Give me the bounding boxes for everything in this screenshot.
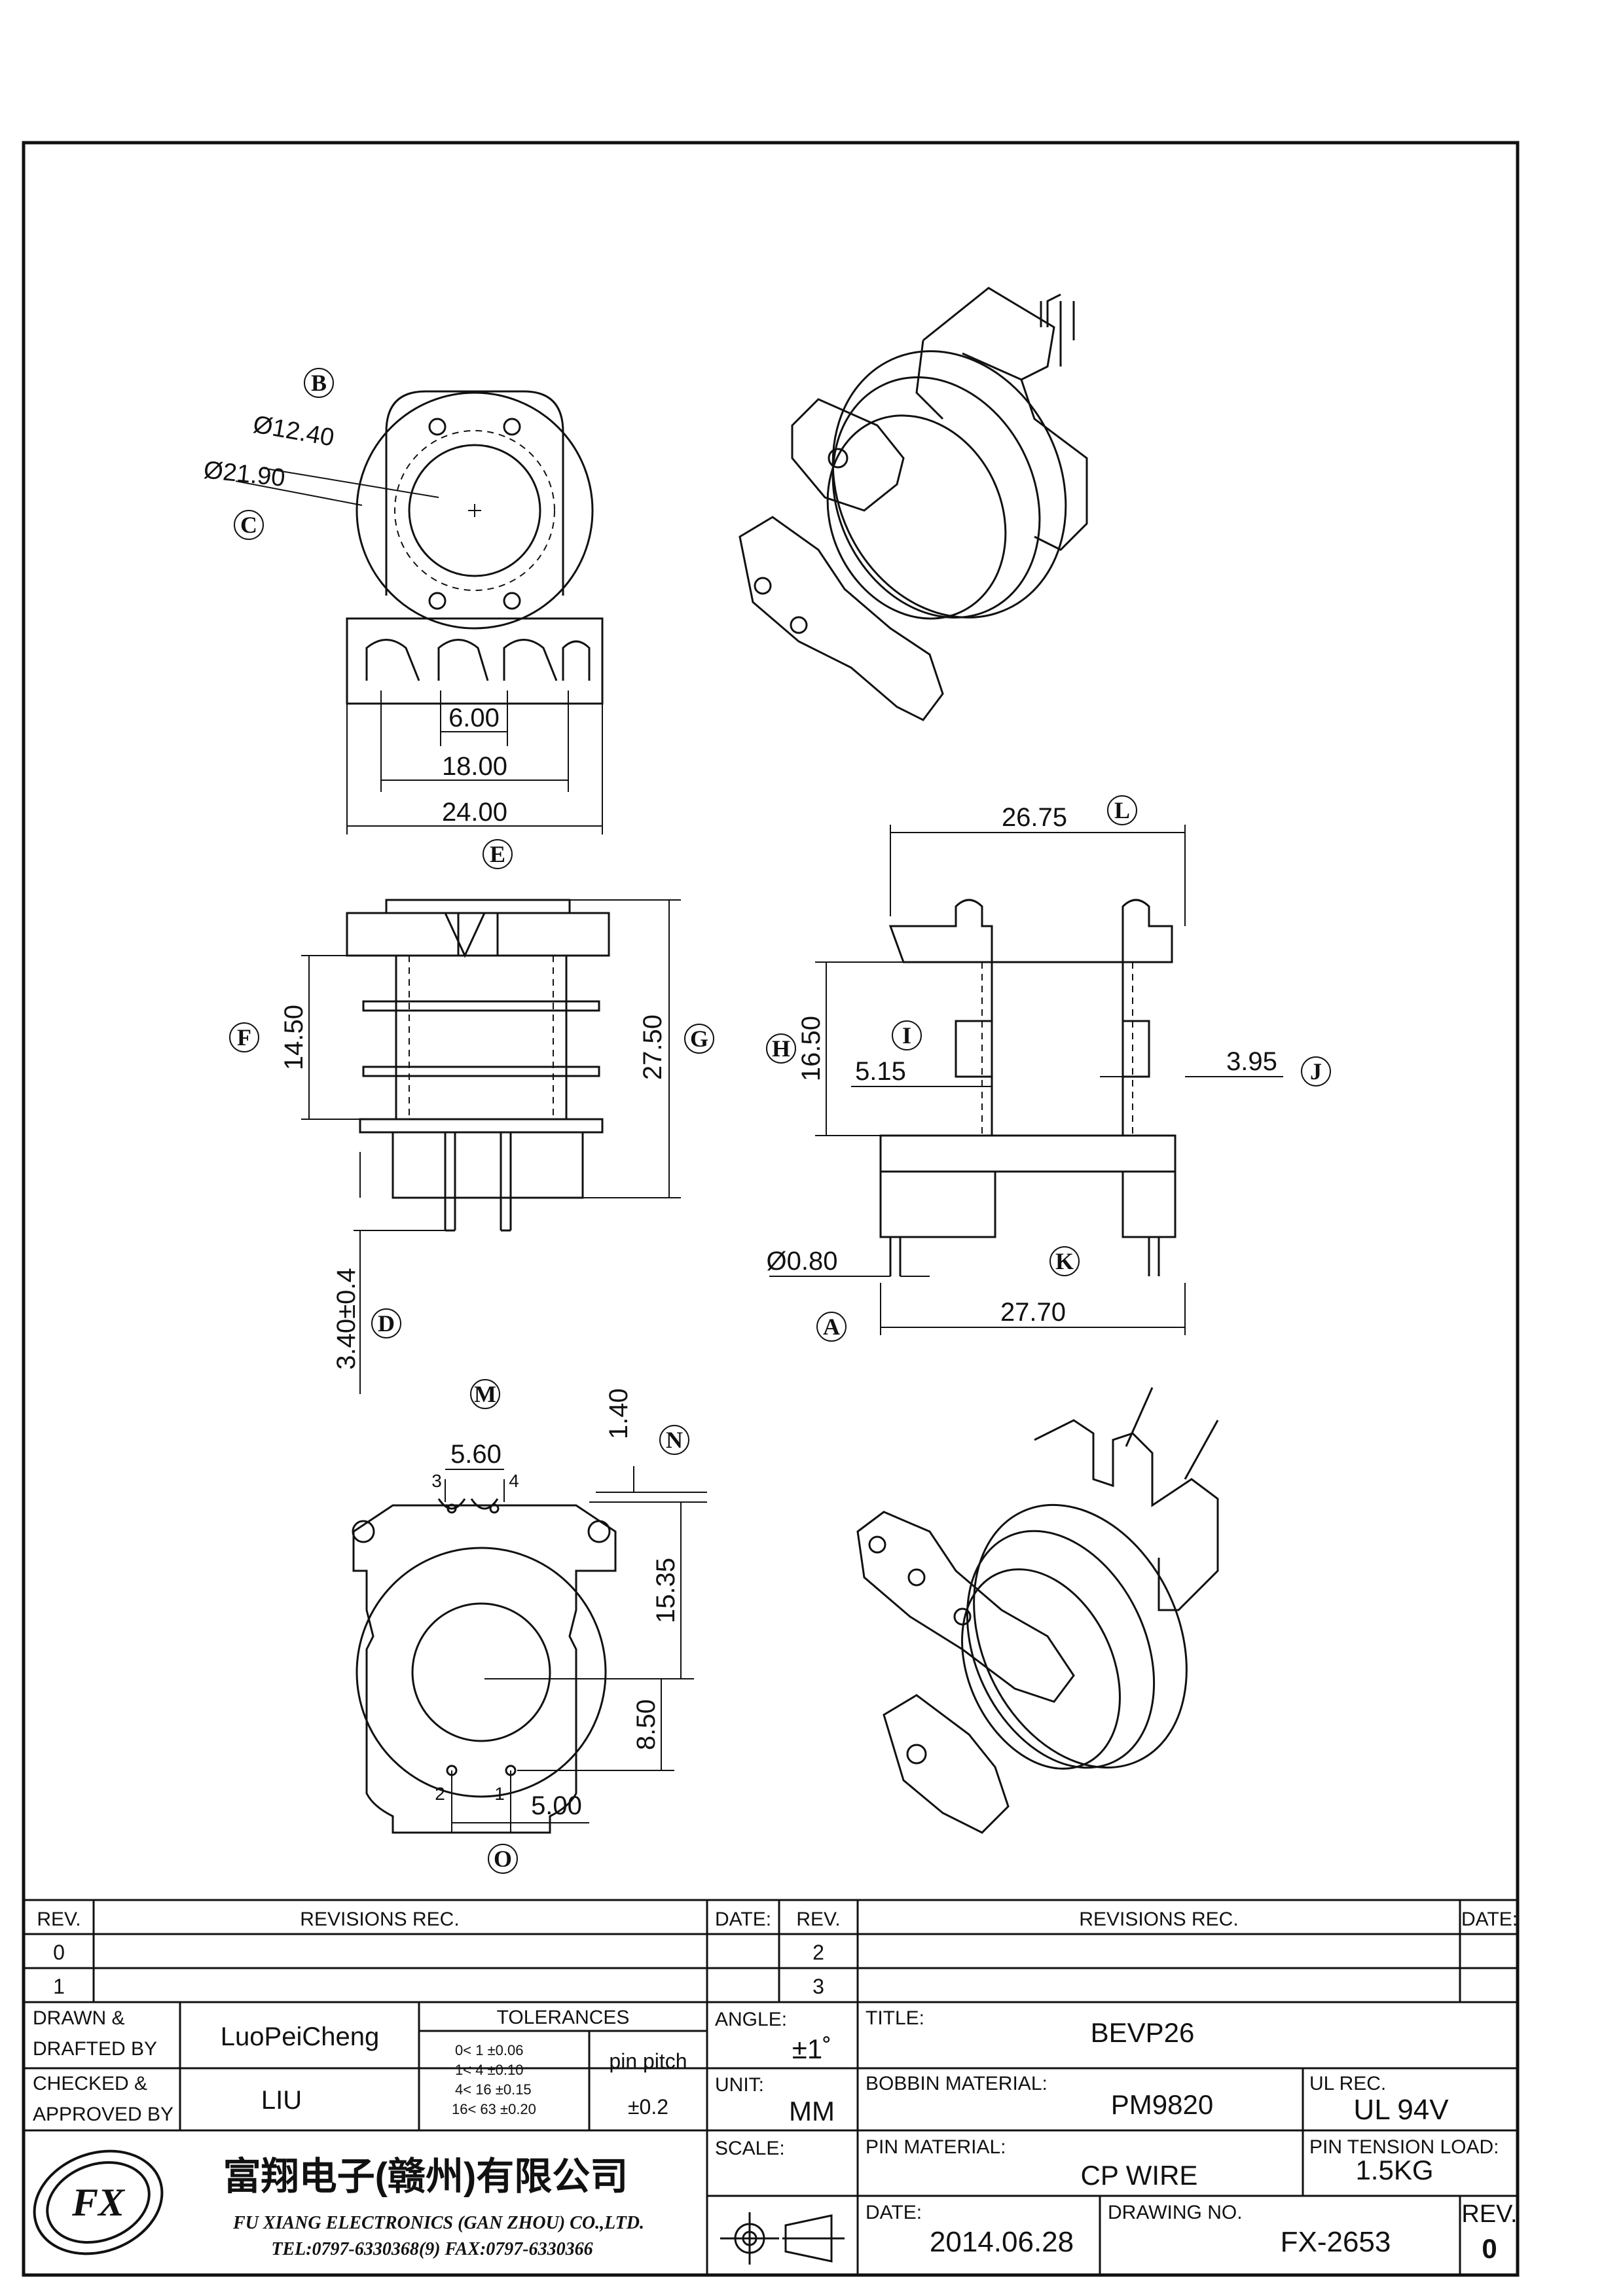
dim-f: 14.50 xyxy=(280,1005,308,1070)
rev-value: 0 xyxy=(1482,2233,1497,2264)
dia-a: Ø0.80 xyxy=(767,1247,838,1276)
tolerance-row-3: 16< 63 ±0.20 xyxy=(452,2101,536,2117)
rev-header-left: REV. xyxy=(37,1909,81,1930)
checked-label-1: CHECKED & xyxy=(33,2073,147,2094)
drawing-no-label: DRAWING NO. xyxy=(1108,2202,1243,2223)
company-cn: 富翔电子(赣州)有限公司 xyxy=(223,2155,629,2198)
title-value: BEVP26 xyxy=(1091,2017,1195,2048)
dim-c: Ø21.90 xyxy=(202,456,286,492)
drawn-value: LuoPeiCheng xyxy=(221,2022,379,2051)
drawn-label-1: DRAWN & xyxy=(33,2007,125,2029)
label-l: L xyxy=(1114,797,1130,823)
angle-label: ANGLE: xyxy=(715,2009,787,2030)
company-tel: TEL:0797-6330368(9) FAX:0797-6330366 xyxy=(271,2239,593,2259)
pin-material-value: CP WIRE xyxy=(1081,2160,1198,2191)
dim-18: 18.00 xyxy=(442,752,507,781)
tolerances-label: TOLERANCES xyxy=(497,2007,630,2028)
dim-d: 3.40±0.4 xyxy=(332,1268,361,1369)
dim-24: 24.00 xyxy=(442,798,507,827)
angle-value: ±1˚ xyxy=(792,2034,831,2064)
label-c: C xyxy=(240,512,257,538)
sheet-border xyxy=(22,141,1520,2277)
side-view-right xyxy=(766,795,1331,1342)
label-o: O xyxy=(494,1846,512,1872)
dim-1535: 15.35 xyxy=(651,1558,680,1623)
bobbin-label: BOBBIN MATERIAL: xyxy=(866,2073,1048,2094)
bobbin-value: PM9820 xyxy=(1111,2089,1213,2120)
pin-material-label: PIN MATERIAL: xyxy=(866,2136,1006,2158)
pin-pitch-value: ±0.2 xyxy=(628,2095,668,2119)
label-e: E xyxy=(490,841,505,867)
label-n: N xyxy=(666,1427,683,1453)
ul-value: UL 94V xyxy=(1353,2094,1449,2126)
dim-j: 3.95 xyxy=(1226,1047,1277,1076)
drawing-no-value: FX-2653 xyxy=(1281,2226,1391,2258)
date-header-left: DATE: xyxy=(715,1909,771,1930)
rev-header-right: REV. xyxy=(796,1909,840,1930)
label-d: D xyxy=(378,1310,395,1336)
company-en: FU XIANG ELECTRONICS (GAN ZHOU) CO.,LTD. xyxy=(232,2213,644,2233)
label-a: A xyxy=(823,1314,840,1340)
dim-6: 6.00 xyxy=(448,704,500,732)
revisions-header-left: REVISIONS REC. xyxy=(300,1909,459,1930)
pin-1: 1 xyxy=(494,1784,505,1804)
dim-m: 5.60 xyxy=(450,1440,501,1469)
tension-label: PIN TENSION LOAD: xyxy=(1309,2136,1499,2158)
label-k: K xyxy=(1055,1248,1074,1274)
dim-b: Ø12.40 xyxy=(251,411,336,452)
company-logo xyxy=(33,2149,164,2255)
bottom-view xyxy=(352,1379,707,1874)
drawn-label-2: DRAFTED BY xyxy=(33,2038,157,2060)
pin-4: 4 xyxy=(509,1471,519,1491)
side-view-left xyxy=(229,899,714,1394)
title-block-grid xyxy=(24,1899,1518,2275)
label-b: B xyxy=(311,370,327,396)
pin-pitch-label: pin pitch xyxy=(609,2049,687,2073)
front-view xyxy=(234,368,604,869)
label-f: F xyxy=(237,1024,251,1050)
dim-l: 26.75 xyxy=(1002,803,1067,832)
date-header-right: DATE: xyxy=(1461,1909,1518,1930)
date-label: DATE: xyxy=(866,2202,922,2223)
rev-row-0: 0 xyxy=(53,1941,65,1964)
label-h: H xyxy=(772,1035,790,1062)
scale-label: SCALE: xyxy=(715,2138,785,2159)
dim-g: 27.50 xyxy=(638,1014,667,1080)
rev-label: REV. xyxy=(1461,2200,1517,2228)
unit-label: UNIT: xyxy=(715,2074,764,2096)
dim-k: 27.70 xyxy=(1000,1298,1066,1327)
title-label: TITLE: xyxy=(866,2007,924,2029)
checked-value: LIU xyxy=(261,2086,302,2115)
rev-row-2: 2 xyxy=(812,1941,824,1964)
dim-850: 8.50 xyxy=(632,1699,661,1750)
dim-n: 1.40 xyxy=(604,1388,633,1439)
pin-2: 2 xyxy=(435,1784,445,1804)
pin-3: 3 xyxy=(431,1471,442,1491)
checked-label-2: APPROVED BY xyxy=(33,2104,173,2125)
label-i: I xyxy=(902,1022,911,1049)
dim-h: 16.50 xyxy=(797,1016,826,1081)
unit-value: MM xyxy=(789,2096,835,2126)
dim-i: 5.15 xyxy=(855,1057,906,1086)
logo-text: FX xyxy=(71,2181,126,2224)
date-value: 2014.06.28 xyxy=(930,2226,1074,2258)
ul-label: UL REC. xyxy=(1309,2073,1386,2094)
tension-value: 1.5KG xyxy=(1355,2155,1433,2185)
isometric-view-top xyxy=(739,287,1088,721)
tolerance-row-1: 1< 4 ±0.10 xyxy=(455,2062,523,2078)
revisions-header-right: REVISIONS REC. xyxy=(1079,1909,1238,1930)
rev-row-1: 1 xyxy=(53,1975,65,1998)
isometric-view-bottom xyxy=(856,1387,1219,1834)
rev-row-3: 3 xyxy=(812,1975,824,1998)
tolerance-row-0: 0< 1 ±0.06 xyxy=(455,2042,523,2058)
label-j: J xyxy=(1310,1058,1322,1085)
label-g: G xyxy=(690,1026,708,1052)
tolerance-row-2: 4< 16 ±0.15 xyxy=(455,2081,532,2098)
label-m: M xyxy=(474,1381,496,1407)
dim-o: 5.00 xyxy=(531,1791,582,1820)
